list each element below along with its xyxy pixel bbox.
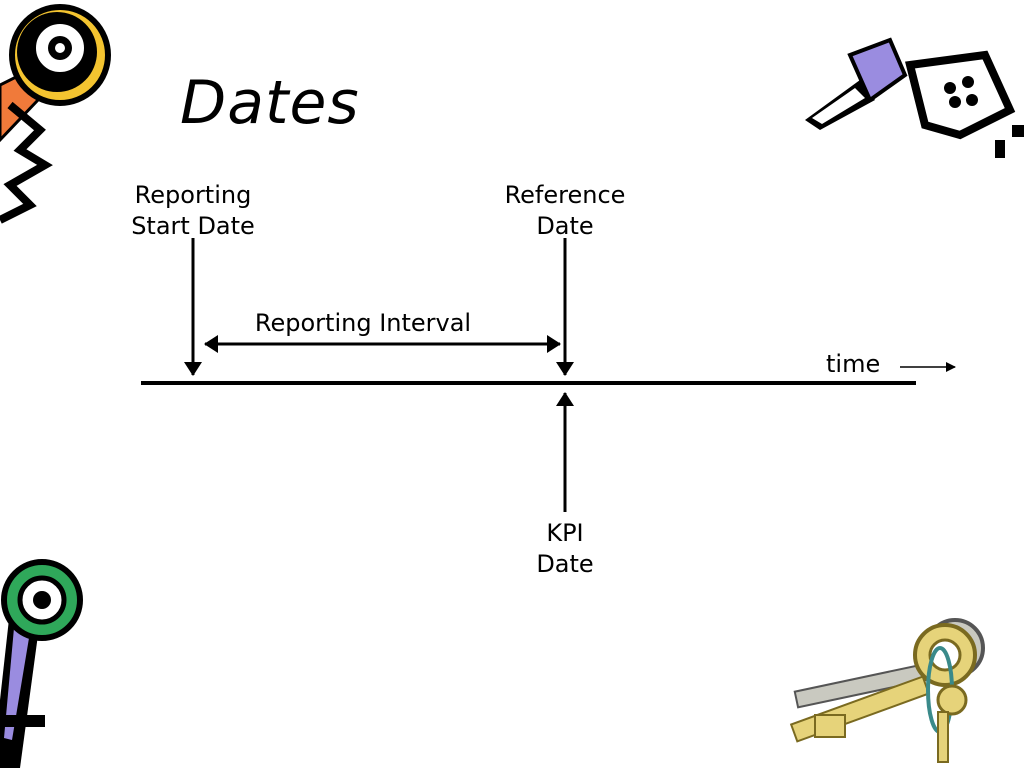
key-ring-icon (789, 618, 985, 763)
kpi-date-label-line-2: Date (536, 550, 594, 578)
kpi-date-label: KPI Date (505, 518, 625, 580)
key-icon (0, 4, 111, 224)
kpi-date-label-line-1: KPI (546, 519, 584, 547)
reference-date-label-line-1: Reference (504, 181, 626, 209)
slide-title: Dates (180, 68, 360, 138)
reporting-interval-label: Reporting Interval (254, 309, 472, 337)
reporting-start-label-line-2: Start Date (131, 212, 255, 240)
reference-date-label: Reference Date (485, 180, 645, 242)
reporting-start-label: Reporting Start Date (113, 180, 273, 242)
reference-date-label-line-2: Date (536, 212, 594, 240)
key-icon (805, 37, 1024, 158)
time-label: time (826, 350, 881, 378)
key-icon (0, 559, 83, 768)
reporting-start-label-line-1: Reporting (134, 181, 252, 209)
